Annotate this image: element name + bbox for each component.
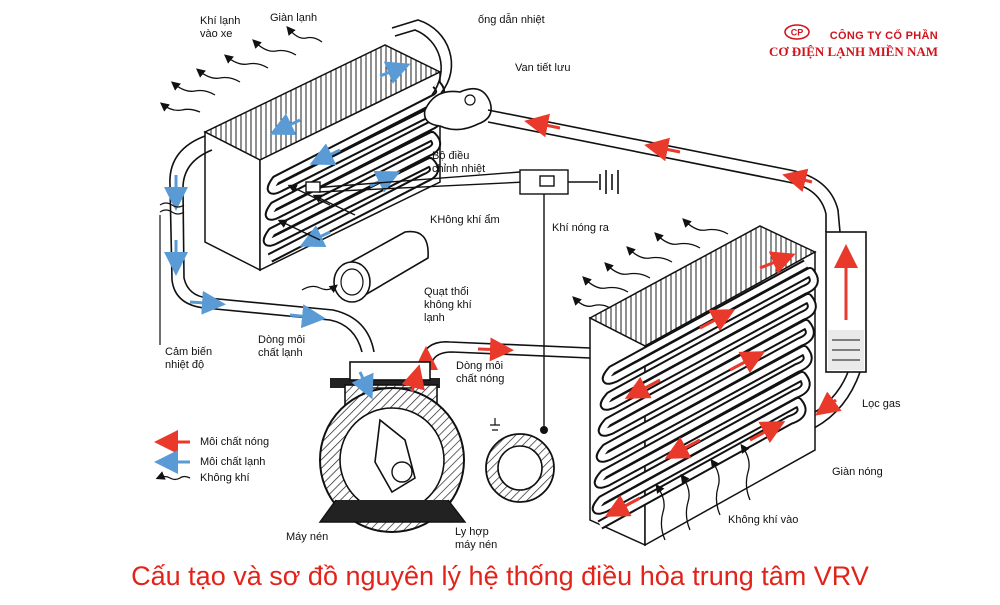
- label-cold-flow: Dòng môi chất lạnh: [258, 334, 306, 359]
- compressor: [318, 361, 467, 533]
- condenser-coil: [588, 225, 819, 547]
- label-cold-air-in-car: Khí lạnh vào xe: [200, 15, 241, 40]
- label-thermostat: Bộ điều chỉnh nhiệt: [432, 150, 486, 175]
- company-logo: CP: [784, 24, 810, 40]
- label-evaporator: Giàn lạnh: [270, 12, 318, 24]
- label-hot-flow: Dòng môi chất nóng: [456, 360, 505, 385]
- cold-air-arrows: [159, 26, 323, 113]
- compressor-clutch: [485, 418, 555, 503]
- pipe-flow-arrows: [164, 113, 842, 416]
- label-heat-pipe: ống dẫn nhiệt: [478, 14, 545, 26]
- label-temp-sensor: Cảm biến nhiệt độ: [165, 346, 213, 371]
- label-hot-air-out: Khí nóng ra: [552, 222, 609, 234]
- legend-cold-label: Môi chất lạnh: [200, 456, 266, 468]
- label-humid-air: KHông khí ẩm: [430, 214, 500, 226]
- legend-air-label: Không khí: [200, 472, 250, 484]
- label-blower-fan: Quạt thổi không khí lạnh: [424, 286, 472, 324]
- legend-air-arrow: [155, 471, 191, 481]
- expansion-valve: [423, 87, 492, 131]
- label-condenser: Giàn nóng: [832, 466, 883, 478]
- label-clutch: Ly hợp máy nén: [455, 526, 498, 551]
- brand-line1: CÔNG TY CỔ PHẦN: [829, 30, 938, 42]
- thermostat-wiring: [305, 169, 619, 430]
- label-air-in: Không khí vào: [728, 514, 799, 526]
- blower-fan: [301, 230, 429, 303]
- air-in-arrows: [655, 443, 751, 541]
- label-compressor: Máy nén: [286, 531, 329, 543]
- humid-air-arrows: [277, 184, 356, 241]
- brand-line2: CƠ ĐIỆN LẠNH MIỀN NAM: [769, 44, 938, 59]
- legend-hot-label: Môi chất nóng: [200, 436, 270, 448]
- gas-filter: [825, 231, 867, 373]
- label-gas-filter: Lọc gas: [862, 398, 901, 410]
- brand-block: CÔNG TY CỔ PHẦN CƠ ĐIỆN LẠNH MIỀN NAM: [769, 30, 938, 60]
- evaporator-coil: [203, 44, 446, 272]
- label-expansion-valve: Van tiết lưu: [515, 62, 571, 74]
- legend: [154, 430, 191, 481]
- temperature-sensor: [159, 202, 185, 345]
- hot-air-arrows: [572, 218, 729, 309]
- caption: Cấu tạo và sơ đồ nguyên lý hệ thống điều…: [131, 561, 869, 591]
- logo-text: CP: [791, 28, 804, 38]
- heat-pipe: [391, 19, 453, 96]
